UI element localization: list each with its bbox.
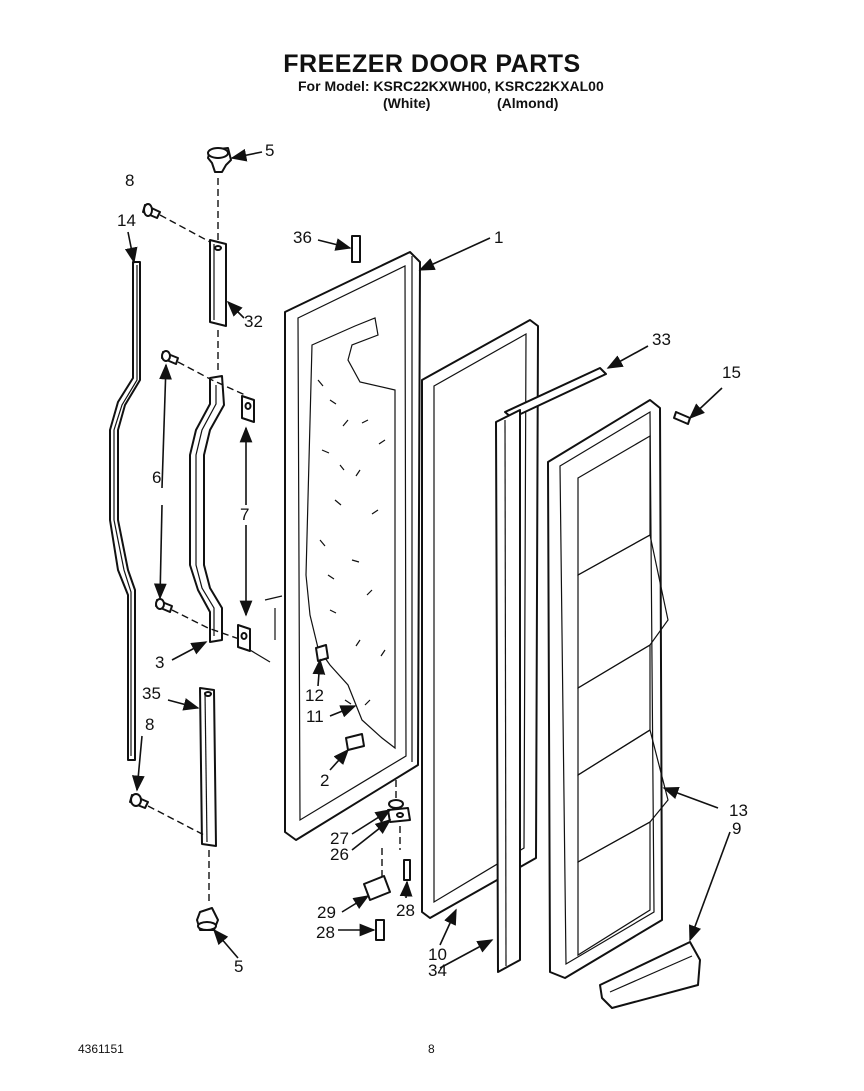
clip-part-2 bbox=[345, 733, 365, 751]
variant-white-label: (White) bbox=[383, 95, 431, 111]
callout-7: 7 bbox=[240, 505, 249, 524]
hinge-bushing-part-26 bbox=[387, 807, 411, 823]
hinge-bracket-part-35 bbox=[199, 687, 217, 847]
callout-28-left: 28 bbox=[316, 923, 335, 942]
callout-6: 6 bbox=[152, 468, 161, 487]
callout-27: 27 bbox=[330, 829, 349, 848]
callout-9: 9 bbox=[732, 819, 741, 838]
variant-almond-label: (Almond) bbox=[497, 95, 559, 111]
callout-14: 14 bbox=[117, 211, 136, 230]
callout-8-top: 8 bbox=[125, 171, 134, 190]
callout-26: 26 bbox=[330, 845, 349, 864]
callout-13: 13 bbox=[729, 801, 748, 820]
hinge-cap-part-5-bottom bbox=[196, 907, 219, 931]
callout-1: 1 bbox=[494, 228, 503, 247]
door-handle-part-3 bbox=[189, 375, 225, 643]
leader-lines bbox=[124, 148, 731, 969]
callout-33: 33 bbox=[652, 330, 671, 349]
hinge-bracket-part-32 bbox=[209, 239, 227, 327]
callout-35: 35 bbox=[142, 684, 161, 703]
screw-part-8-top bbox=[142, 203, 161, 219]
door-hinge-pin-part-36 bbox=[351, 235, 361, 263]
callout-5-bottom: 5 bbox=[234, 957, 243, 976]
screw-part-15 bbox=[673, 411, 691, 425]
screw-part-6-bottom bbox=[155, 598, 173, 613]
door-liner-part-13 bbox=[547, 399, 669, 979]
callout-labels: 5 8 14 36 1 32 33 15 6 7 3 12 35 11 8 2 … bbox=[117, 141, 748, 980]
page-number: 8 bbox=[428, 1042, 435, 1056]
hinge-cap-part-5-top bbox=[207, 147, 232, 173]
callout-28-right: 28 bbox=[396, 901, 415, 920]
callout-32: 32 bbox=[244, 312, 263, 331]
hinge-washer-part-27 bbox=[388, 799, 404, 809]
callout-15: 15 bbox=[722, 363, 741, 382]
document-number: 4361151 bbox=[78, 1042, 124, 1056]
foam-insulation-part-11 bbox=[305, 317, 396, 750]
callout-11: 11 bbox=[306, 707, 324, 726]
hinge-bracket-part-29 bbox=[363, 875, 391, 901]
callout-10: 10 bbox=[428, 945, 447, 964]
callout-2: 2 bbox=[320, 771, 329, 790]
handle-cover-part-7-top bbox=[241, 395, 255, 423]
screw-part-8-bottom bbox=[129, 793, 149, 809]
screw-part-28-lower bbox=[375, 919, 385, 941]
clip-part-12 bbox=[315, 644, 329, 662]
door-outer-panel-part-1 bbox=[284, 251, 421, 841]
callout-36: 36 bbox=[293, 228, 312, 247]
callout-29: 29 bbox=[317, 903, 336, 922]
screw-part-6-top bbox=[161, 350, 179, 365]
callout-5-top: 5 bbox=[265, 141, 274, 160]
callout-3: 3 bbox=[155, 653, 164, 672]
callout-34: 34 bbox=[428, 961, 447, 980]
side-trim-part-34 bbox=[495, 409, 521, 973]
callout-8-bottom: 8 bbox=[145, 715, 154, 734]
handle-cover-part-7-bottom bbox=[237, 624, 251, 652]
callout-12: 12 bbox=[305, 686, 324, 705]
gasket-strip-part-14 bbox=[109, 261, 141, 761]
door-bin-part-9 bbox=[599, 941, 701, 1009]
screw-part-28-upper bbox=[403, 859, 411, 881]
model-subtitle: For Model: KSRC22KXWH00, KSRC22KXAL00 bbox=[298, 78, 604, 94]
page-title: FREEZER DOOR PARTS bbox=[283, 50, 581, 78]
